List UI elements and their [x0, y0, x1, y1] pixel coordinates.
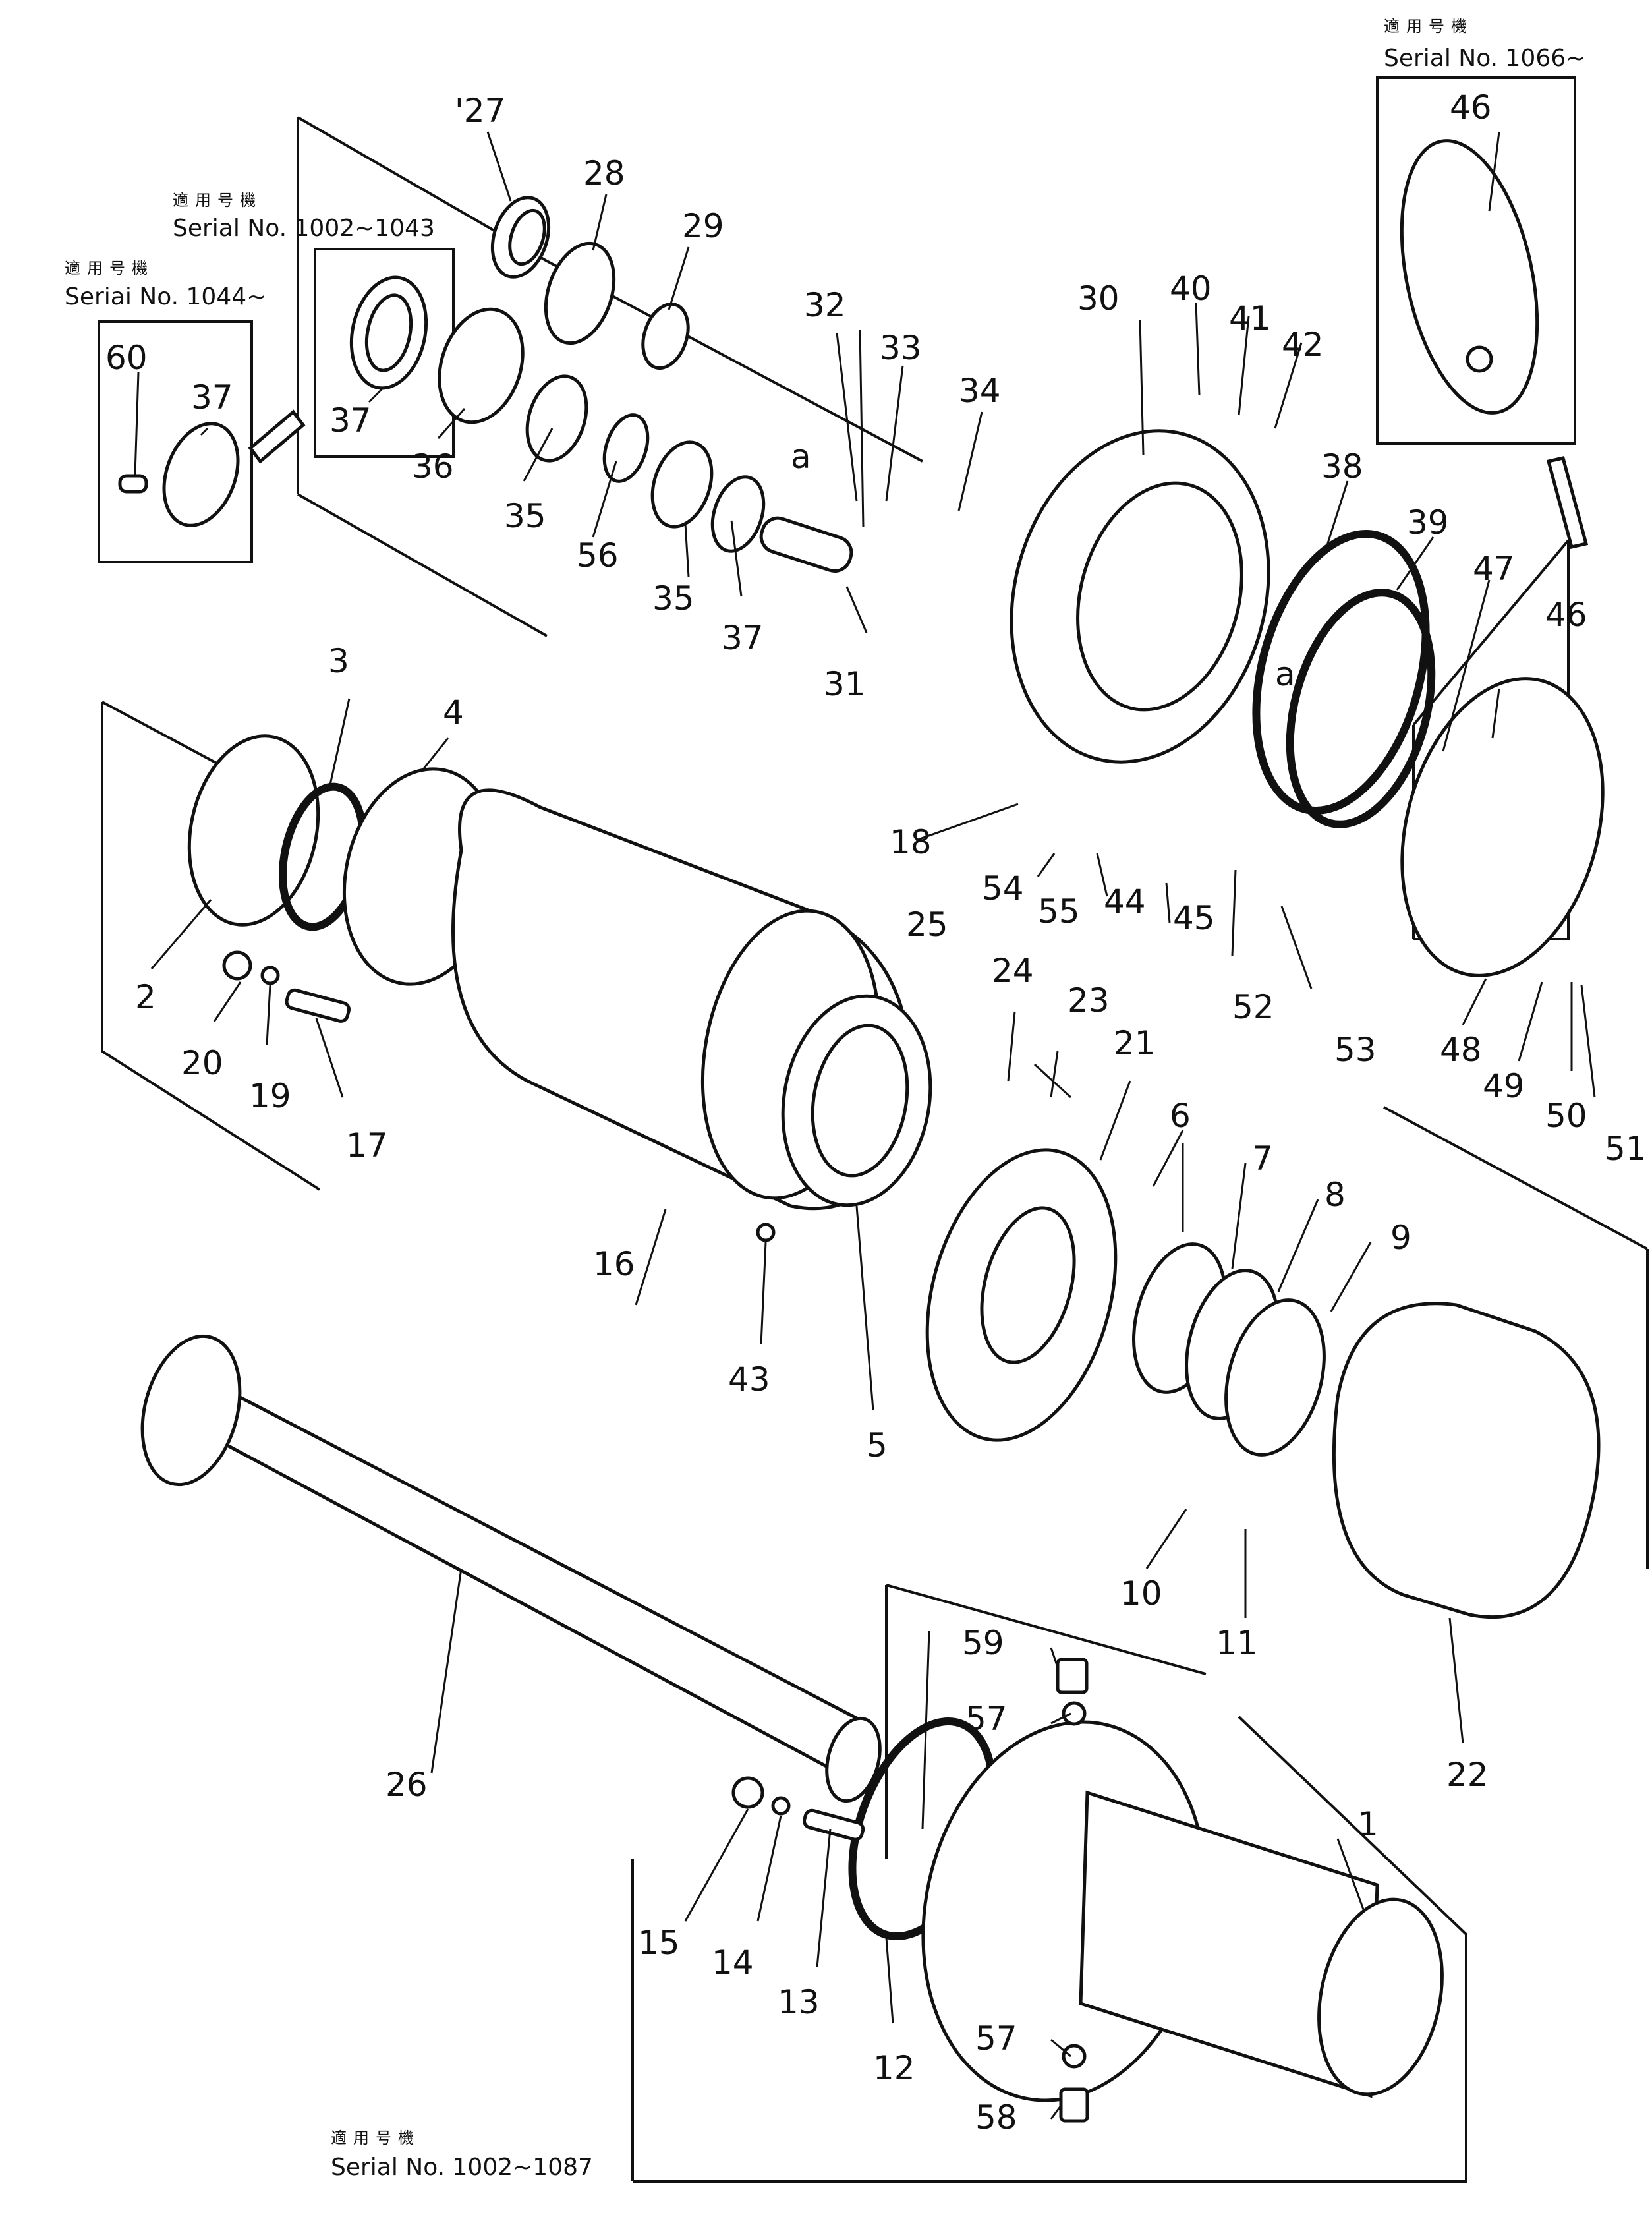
serial-note-top-right: 適用号機 Serial No. 1066~: [1376, 17, 1585, 445]
callout-42: 42: [1282, 326, 1324, 364]
callout-60: 60: [105, 339, 148, 377]
callout-10: 10: [1120, 1574, 1162, 1613]
callout-26: 26: [385, 1766, 428, 1804]
callout-49: 49: [1483, 1067, 1525, 1105]
callout-58: 58: [975, 2098, 1017, 2137]
callout-37b: 37: [722, 619, 764, 657]
callout-21: 21: [1114, 1024, 1156, 1062]
callout-51: 51: [1605, 1130, 1647, 1168]
callout-9: 9: [1390, 1219, 1411, 1257]
callout-45: 45: [1173, 899, 1215, 937]
serial-note-bottom: 適用号機 Serial No. 1002~1087: [331, 1859, 1467, 2183]
callout-33: 33: [880, 329, 922, 367]
callout-57b: 57: [975, 2019, 1017, 2058]
callout-50: 50: [1545, 1097, 1587, 1135]
svg-text:適用号機: 適用号機: [331, 2129, 420, 2147]
callout-25: 25: [906, 906, 948, 944]
callout-7: 7: [1252, 1139, 1273, 1178]
callout-6: 6: [1170, 1097, 1191, 1135]
callout-48: 48: [1440, 1031, 1482, 1069]
callout-19: 19: [249, 1077, 291, 1115]
serial-note-left: 適用号機 Seriai No. 1044~: [65, 259, 266, 563]
callout-34: 34: [959, 372, 1001, 410]
callout-44: 44: [1104, 882, 1146, 921]
callout-55: 55: [1038, 892, 1080, 931]
callout-18: 18: [890, 823, 932, 861]
callout-32: 32: [804, 286, 846, 324]
callout-27: '27: [455, 92, 505, 130]
callout-17: 17: [346, 1126, 388, 1165]
callout-1: 1: [1357, 1805, 1379, 1843]
callout-23: 23: [1068, 981, 1110, 1020]
callout-22: 22: [1446, 1756, 1489, 1794]
callout-14: 14: [712, 1944, 754, 1982]
callout-13: 13: [778, 1983, 820, 2021]
callout-38: 38: [1321, 447, 1363, 486]
callout-15: 15: [638, 1924, 680, 1962]
svg-text:Seriai No. 1044~: Seriai No. 1044~: [65, 283, 266, 310]
ref-a-1: a: [791, 438, 811, 476]
callout-57a: 57: [965, 1700, 1008, 1738]
svg-text:適用号機: 適用号機: [1384, 17, 1473, 36]
callout-5: 5: [867, 1426, 888, 1464]
callout-11: 11: [1216, 1624, 1258, 1662]
callout-35b: 35: [652, 579, 695, 618]
callout-54: 54: [982, 869, 1024, 908]
callout-28: 28: [583, 154, 625, 192]
callout-16: 16: [593, 1245, 635, 1283]
callout-59: 59: [962, 1624, 1004, 1662]
ref-a-2: a: [1275, 655, 1296, 693]
callout-53: 53: [1334, 1031, 1377, 1069]
callout-20: 20: [181, 1044, 223, 1082]
callout-4: 4: [443, 693, 464, 732]
callout-46b: 46: [1545, 596, 1587, 634]
callout-46a: 46: [1450, 88, 1492, 127]
callout-43: 43: [728, 1360, 770, 1399]
callout-47: 47: [1473, 550, 1515, 588]
arrow-icon: [1546, 456, 1589, 549]
callout-37c: 37: [191, 378, 233, 417]
arrow-icons: [248, 409, 1589, 549]
callout-36: 36: [412, 447, 454, 486]
callout-56: 56: [577, 536, 619, 575]
svg-text:Serial No. 1002~1043: Serial No. 1002~1043: [173, 215, 435, 242]
leader-lines: [134, 131, 1596, 2120]
svg-text:Serial No. 1066~: Serial No. 1066~: [1384, 45, 1585, 72]
callout-29: 29: [682, 207, 724, 245]
parts: [140, 196, 1605, 2123]
callout-52: 52: [1232, 988, 1274, 1026]
callout-2: 2: [135, 978, 156, 1016]
callout-30: 30: [1077, 279, 1120, 318]
arrow-icon: [248, 409, 306, 464]
callout-24: 24: [992, 952, 1034, 990]
serial-note-upper-left: 適用号機 Serial No. 1002~1043: [173, 191, 455, 458]
callout-40: 40: [1170, 270, 1212, 308]
callout-8: 8: [1324, 1176, 1346, 1214]
callout-12: 12: [873, 2049, 915, 2087]
svg-text:Serial No. 1002~1087: Serial No. 1002~1087: [331, 2154, 593, 2181]
svg-text:適用号機: 適用号機: [65, 259, 154, 277]
callout-39: 39: [1407, 504, 1449, 542]
callout-35a: 35: [504, 497, 546, 535]
callout-3: 3: [328, 642, 349, 680]
callout-37a: 37: [329, 401, 372, 440]
svg-text:適用号機: 適用号機: [173, 191, 262, 210]
callout-41: 41: [1229, 299, 1271, 337]
callout-31: 31: [824, 665, 866, 703]
callout-labels: 1 2 3 4 5 6 7 8 9 10 11 12 13 14 15 16 1…: [105, 88, 1647, 2137]
